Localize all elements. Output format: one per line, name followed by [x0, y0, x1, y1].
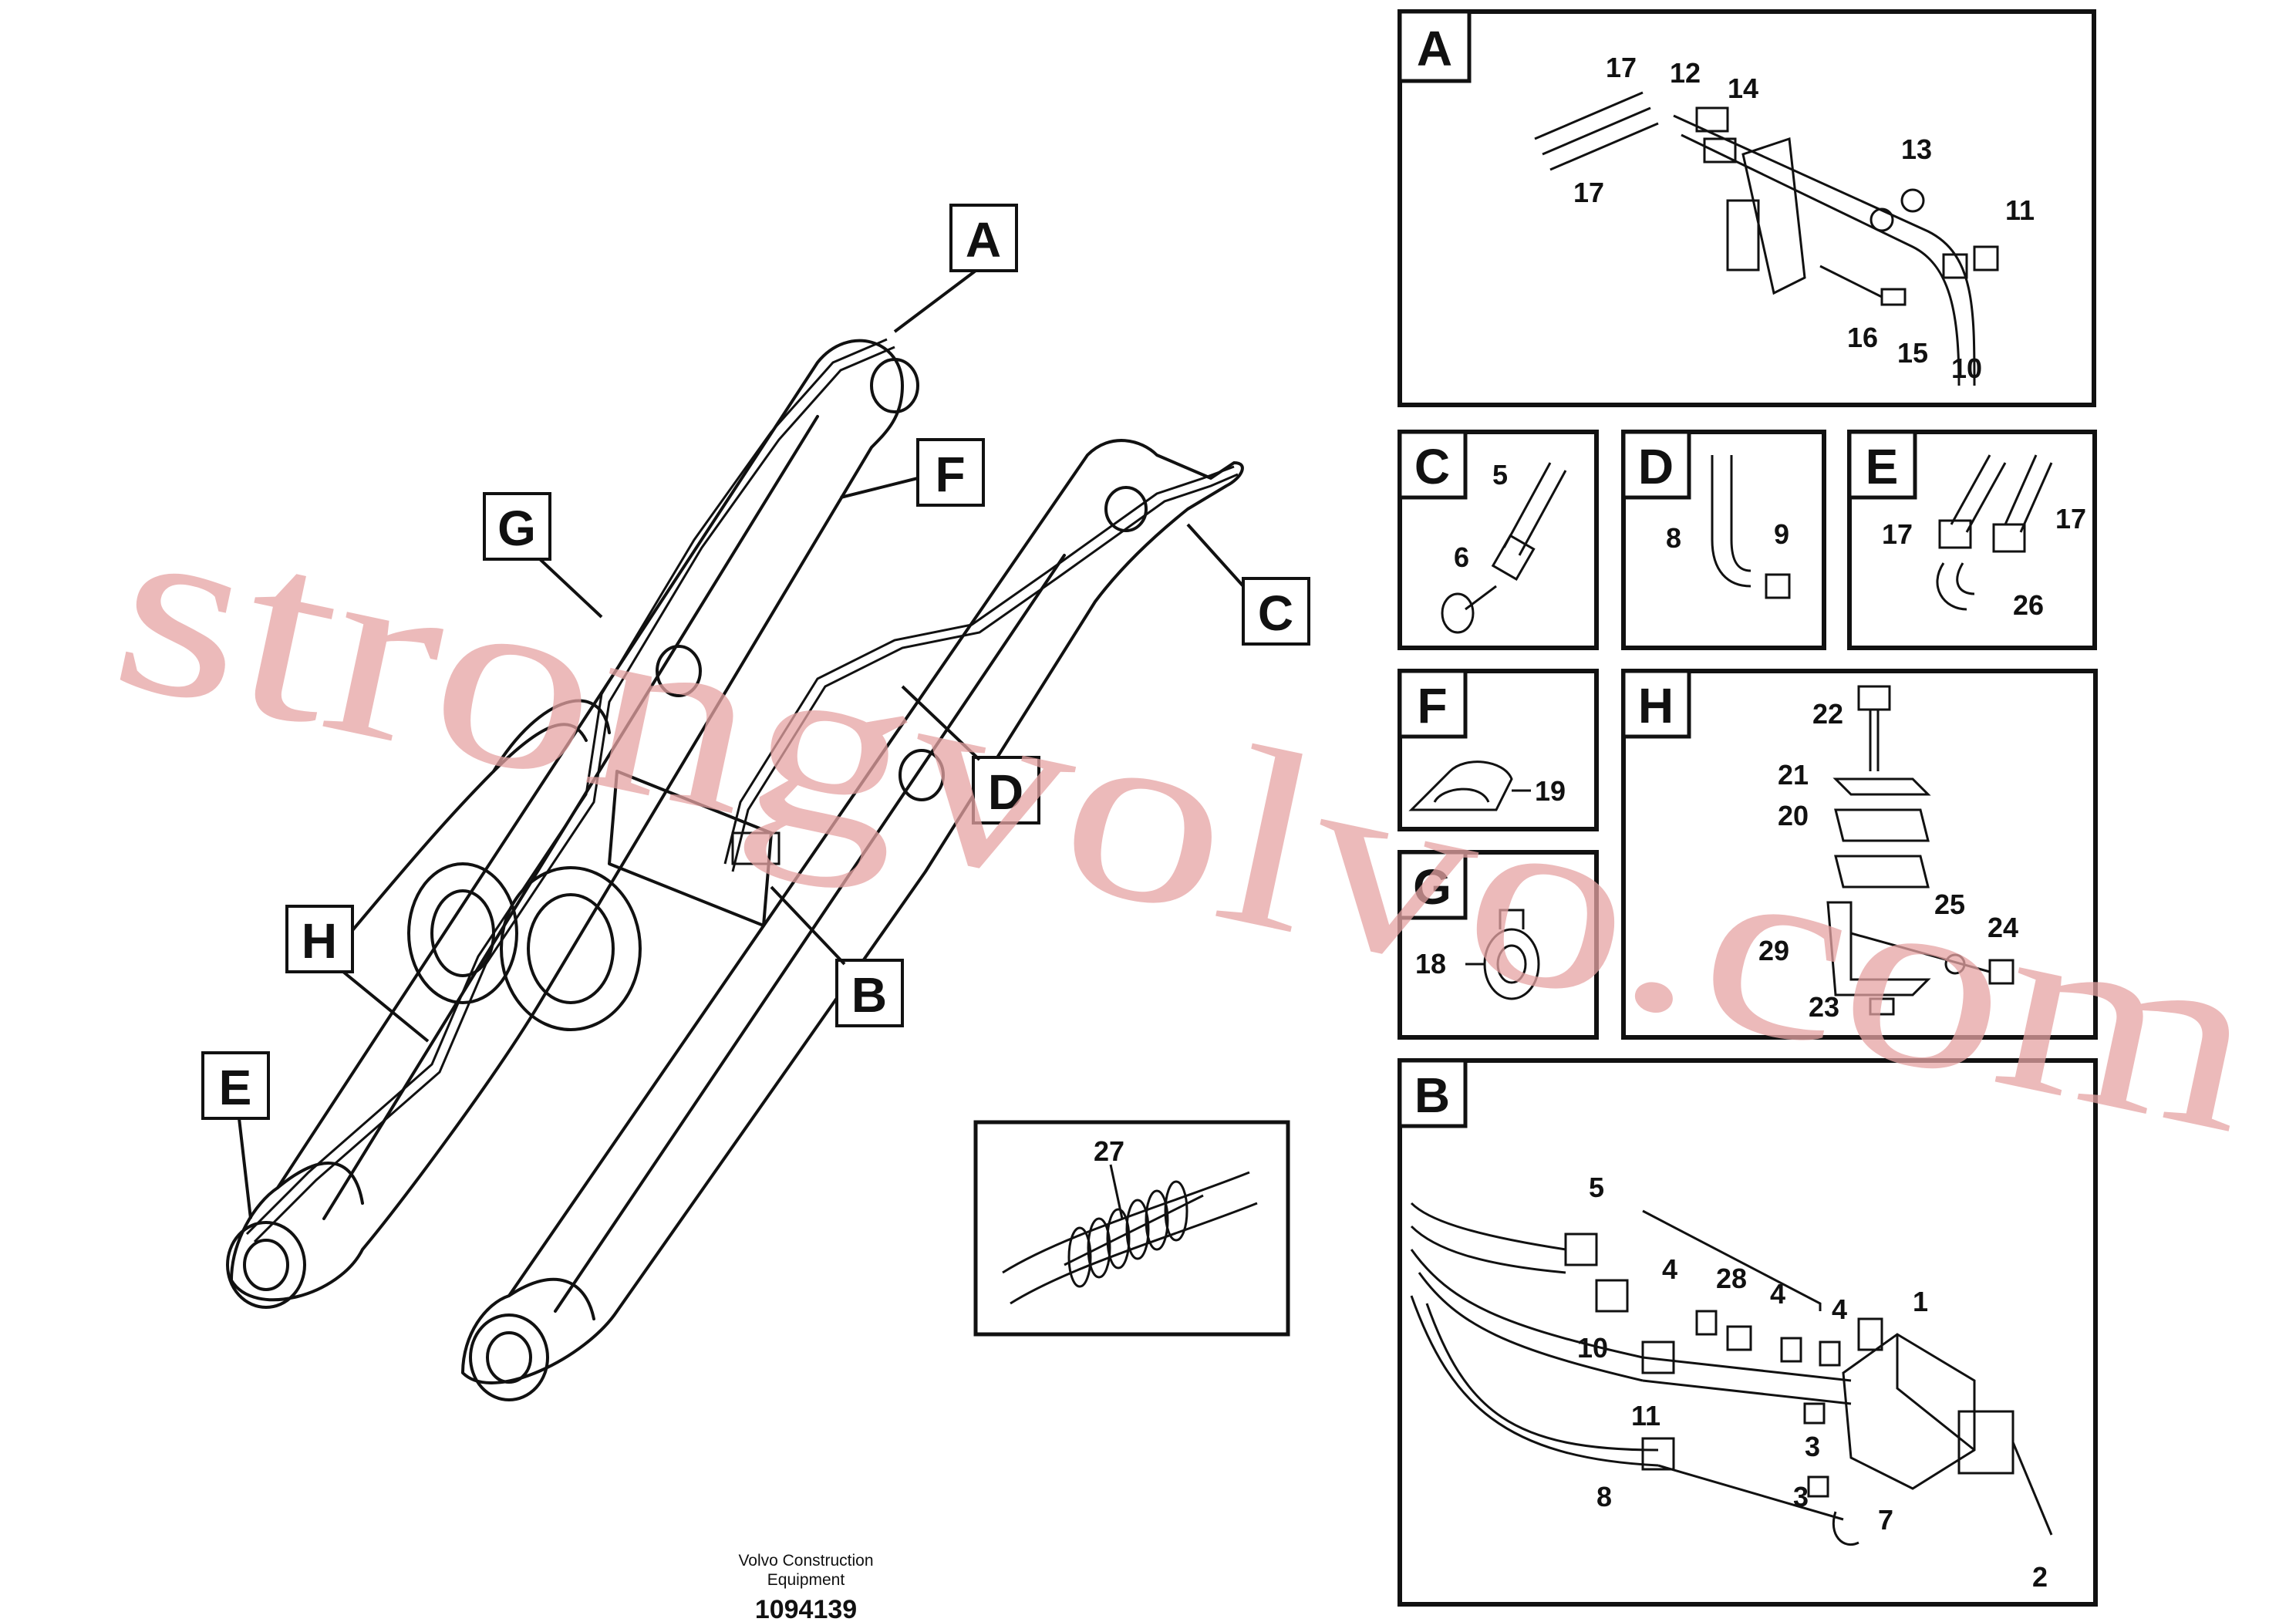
svg-text:26: 26 [2013, 589, 2044, 621]
detail-27-panel: 27 [973, 1120, 1290, 1337]
callout-D: D [901, 685, 1040, 824]
svg-text:A: A [966, 212, 1001, 268]
svg-text:B: B [851, 967, 887, 1023]
svg-text:7: 7 [1878, 1504, 1893, 1536]
svg-text:29: 29 [1758, 935, 1789, 966]
svg-text:1094139: 1094139 [755, 1595, 857, 1622]
callout-B: B [770, 885, 904, 1027]
svg-text:18: 18 [1415, 948, 1446, 980]
svg-text:H: H [1638, 678, 1674, 733]
svg-text:3: 3 [1793, 1481, 1809, 1512]
svg-text:12: 12 [1670, 57, 1701, 89]
svg-text:5: 5 [1492, 459, 1508, 491]
svg-text:19: 19 [1535, 775, 1566, 807]
svg-text:5: 5 [1589, 1172, 1604, 1203]
footer-caption: Volvo Construction Equipment 1094139 [738, 1552, 873, 1622]
svg-text:A: A [1417, 21, 1452, 76]
detail-panel-H: H 22 21 20 25 24 29 23 [1621, 669, 2098, 1040]
svg-text:22: 22 [1812, 698, 1843, 730]
svg-text:25: 25 [1934, 889, 1965, 920]
svg-text:4: 4 [1662, 1253, 1677, 1285]
svg-text:8: 8 [1666, 522, 1681, 554]
svg-text:10: 10 [1951, 352, 1982, 384]
callout-G: G [483, 492, 603, 619]
svg-text:28: 28 [1716, 1263, 1747, 1294]
detail-panel-G: G 18 [1397, 850, 1599, 1040]
svg-text:C: C [1414, 439, 1450, 494]
svg-text:8: 8 [1596, 1481, 1612, 1512]
svg-text:23: 23 [1809, 991, 1839, 1023]
svg-text:3: 3 [1805, 1431, 1820, 1462]
svg-text:D: D [1638, 439, 1674, 494]
svg-text:1: 1 [1913, 1286, 1928, 1317]
callout-E: E [201, 1051, 270, 1219]
svg-text:F: F [1417, 678, 1447, 733]
svg-text:4: 4 [1770, 1278, 1785, 1310]
svg-text:B: B [1414, 1067, 1450, 1123]
hose-routing [245, 338, 1239, 1243]
svg-text:10: 10 [1577, 1332, 1608, 1364]
svg-text:17: 17 [1606, 52, 1637, 83]
callout-H: H [285, 905, 430, 1043]
svg-text:14: 14 [1728, 73, 1758, 104]
svg-text:Equipment: Equipment [767, 1571, 845, 1589]
svg-text:27: 27 [1094, 1135, 1124, 1167]
svg-text:E: E [219, 1060, 252, 1115]
callout-C: C [1186, 523, 1310, 646]
svg-text:11: 11 [2005, 194, 2035, 226]
detail-panel-B: B 5 [1397, 1058, 2098, 1607]
callout-F: F [840, 438, 985, 507]
svg-text:E: E [1866, 439, 1899, 494]
detail-panel-A: A 17 12 14 17 13 11 16 15 10 [1397, 9, 2096, 407]
detail-panel-E: E 17 17 26 [1847, 430, 2097, 650]
boom-assembly-drawing [226, 339, 1244, 1401]
svg-text:6: 6 [1454, 541, 1469, 573]
svg-text:G: G [1413, 859, 1451, 915]
detail-panel-D: D 8 9 [1621, 430, 1826, 650]
svg-text:17: 17 [2055, 503, 2086, 534]
svg-text:D: D [988, 764, 1023, 820]
svg-text:C: C [1258, 585, 1293, 641]
svg-text:9: 9 [1774, 518, 1789, 550]
svg-text:4: 4 [1832, 1293, 1847, 1325]
svg-text:17: 17 [1882, 518, 1913, 550]
svg-text:F: F [935, 447, 965, 502]
svg-text:20: 20 [1778, 800, 1809, 831]
svg-text:G: G [497, 501, 536, 556]
svg-text:2: 2 [2032, 1561, 2048, 1593]
callout-A: A [893, 204, 1018, 333]
svg-text:24: 24 [1988, 912, 2018, 943]
svg-text:21: 21 [1778, 759, 1809, 791]
svg-text:16: 16 [1847, 322, 1878, 353]
svg-text:11: 11 [1631, 1400, 1660, 1431]
svg-text:17: 17 [1573, 177, 1604, 208]
detail-panel-F: F 19 [1397, 669, 1599, 831]
svg-text:13: 13 [1901, 133, 1932, 165]
svg-text:H: H [302, 913, 337, 969]
svg-text:Volvo Construction: Volvo Construction [738, 1552, 873, 1570]
detail-panel-C: C 5 6 [1397, 430, 1599, 650]
svg-text:15: 15 [1897, 337, 1928, 369]
